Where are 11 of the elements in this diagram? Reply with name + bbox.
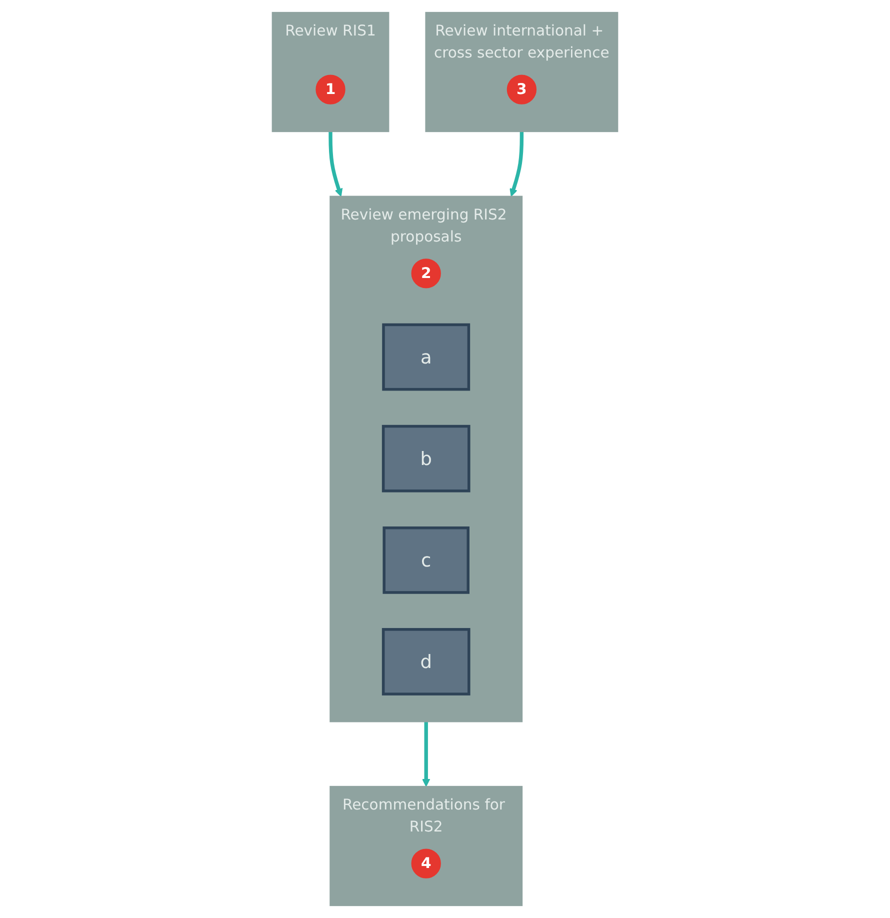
node-circle: 4 (411, 848, 441, 878)
node-circle: 2 (411, 258, 441, 288)
node-box: d (382, 628, 470, 696)
arrow (422, 722, 430, 787)
arrow (328, 132, 343, 197)
node-box: a (382, 323, 470, 391)
node-box: b (382, 424, 470, 492)
node-circle: 1 (316, 74, 346, 104)
node-box: c (382, 526, 470, 594)
arrow (510, 132, 524, 197)
node-circle: 3 (506, 74, 537, 104)
